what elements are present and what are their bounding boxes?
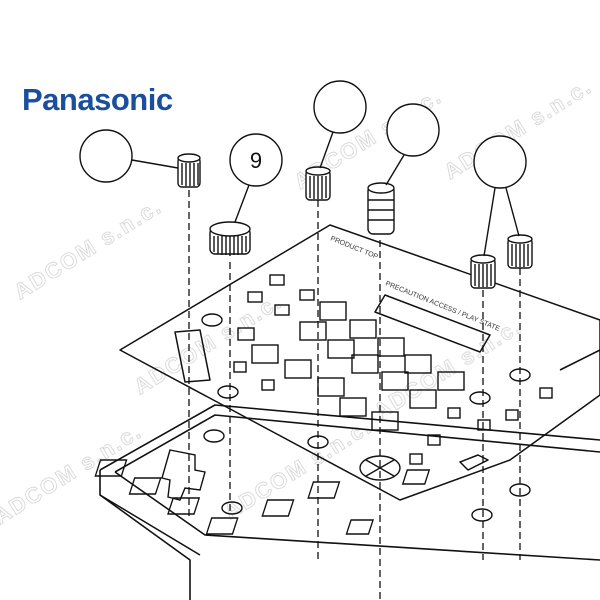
callout-9: 9 bbox=[229, 133, 283, 223]
watermark-text-3: ADCOM s.n.c. bbox=[219, 413, 376, 524]
panasonic-logo: Panasonic bbox=[22, 82, 173, 117]
base-holes bbox=[94, 449, 531, 535]
knob-part-9 bbox=[209, 221, 251, 256]
knob-part-e1 bbox=[470, 254, 496, 289]
base-body bbox=[99, 349, 600, 600]
panel-button-holes bbox=[201, 274, 553, 481]
callout-e bbox=[473, 135, 527, 257]
knob-part-e2 bbox=[507, 234, 533, 269]
knob-part-c bbox=[305, 166, 331, 201]
knob-part-d bbox=[367, 182, 395, 235]
callout-d bbox=[385, 103, 440, 186]
watermark-text-1: ADCOM s.n.c. bbox=[9, 193, 166, 304]
knob-part-a bbox=[177, 153, 201, 188]
faceplate-panel bbox=[119, 224, 600, 501]
assembly-leader-lines bbox=[188, 190, 521, 600]
callout-a bbox=[79, 129, 179, 183]
callout-c bbox=[313, 80, 367, 169]
watermark-text-2: ADCOM s.n.c. bbox=[129, 288, 286, 399]
callout-9-label: 9 bbox=[250, 148, 262, 173]
